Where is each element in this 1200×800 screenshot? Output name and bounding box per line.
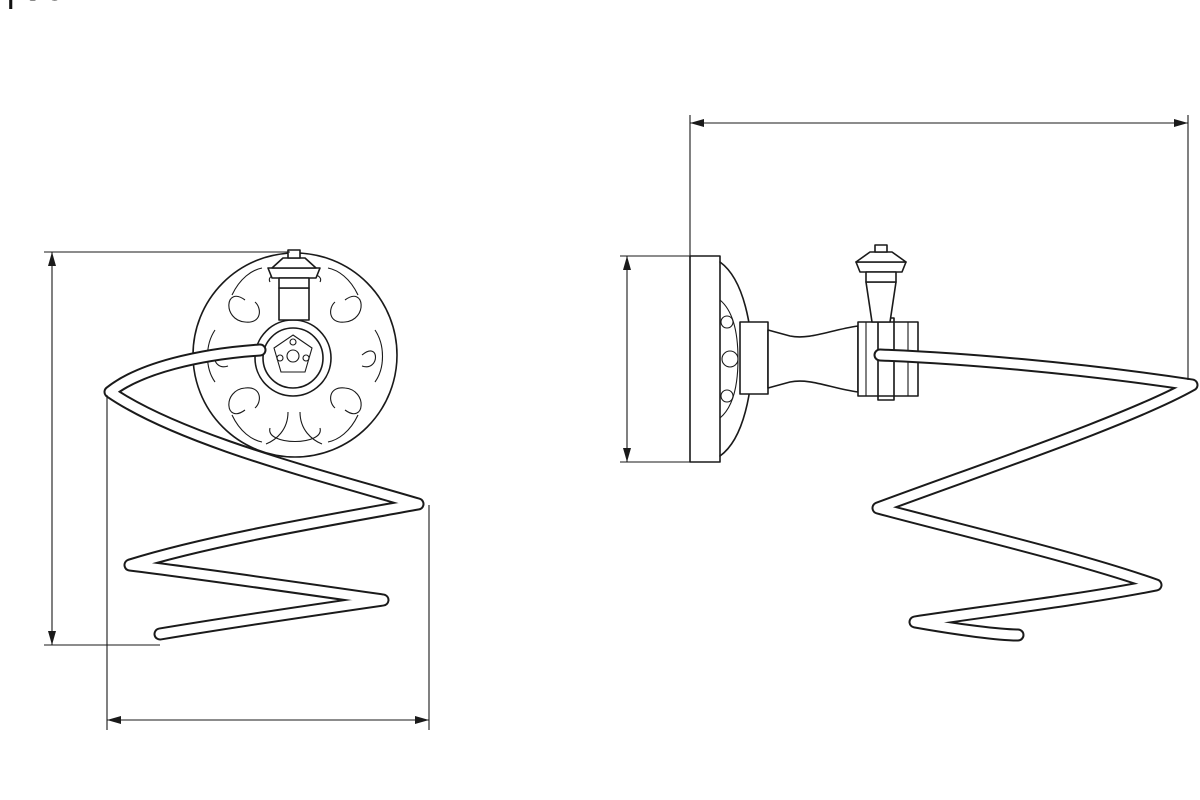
side-spiral-rod xyxy=(871,348,1199,642)
dimension-length: 162 xyxy=(0,0,1189,380)
side-view: 162 ϕ66 xyxy=(0,0,1199,642)
dimension-height: 127 xyxy=(0,0,290,646)
front-finial xyxy=(267,249,321,321)
side-finial xyxy=(855,244,907,323)
front-view: 127 104 xyxy=(0,0,430,730)
dimension-diameter: ϕ66 xyxy=(0,0,690,463)
dimension-diameter-label: ϕ66 xyxy=(0,0,65,10)
dimension-width-label: 104 xyxy=(0,0,65,10)
dimension-length-label: 162 xyxy=(0,0,65,10)
dimension-height-label: 127 xyxy=(0,0,65,10)
dimension-width: 104 xyxy=(0,0,430,730)
side-wall-plate xyxy=(689,255,753,463)
front-spiral-rod xyxy=(103,343,425,641)
